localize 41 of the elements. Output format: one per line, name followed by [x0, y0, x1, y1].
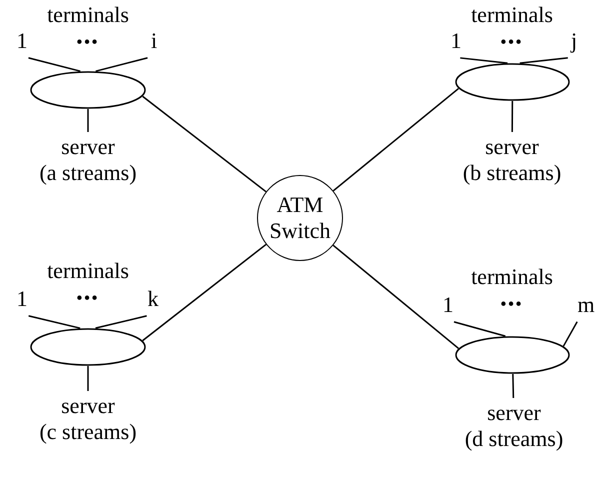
- connector-line: [512, 374, 514, 398]
- terminal-number: i: [146, 28, 162, 56]
- connector-line: [142, 96, 266, 192]
- connector-line: [95, 315, 147, 329]
- ellipsis-dots: •••: [76, 33, 100, 53]
- terminal-number: 1: [438, 292, 458, 320]
- group-heading: terminals: [470, 264, 554, 290]
- ellipse-node: [30, 71, 146, 109]
- group-heading: terminals: [470, 2, 554, 28]
- ellipsis-dots: •••: [500, 295, 524, 315]
- server-label: server (c streams): [14, 393, 162, 449]
- connector-line: [460, 57, 508, 64]
- terminal-number: j: [566, 28, 582, 56]
- group-heading: terminals: [46, 258, 130, 284]
- connector-line: [332, 244, 459, 350]
- connector-line: [511, 101, 514, 132]
- connector-line: [332, 88, 459, 192]
- connector-line: [28, 315, 80, 329]
- server-label: server (a streams): [18, 134, 158, 190]
- connector-line: [562, 321, 578, 347]
- ellipse-node: [30, 328, 146, 366]
- connector-line: [87, 366, 89, 391]
- connector-line: [96, 57, 148, 72]
- terminal-number: 1: [446, 28, 466, 56]
- switch-label: ATM Switch: [268, 192, 332, 244]
- ellipse-node: [455, 63, 570, 101]
- group-heading: terminals: [46, 2, 130, 28]
- connector-line: [520, 57, 568, 64]
- terminal-number: m: [574, 292, 598, 320]
- connector-line: [28, 57, 80, 72]
- ellipse-node: [455, 336, 570, 374]
- connector-line: [87, 109, 89, 132]
- terminal-number: 1: [12, 28, 32, 56]
- server-label: server (b streams): [442, 134, 582, 190]
- connector-line: [454, 321, 506, 337]
- terminal-number: 1: [12, 286, 32, 314]
- connector-line: [142, 244, 267, 342]
- terminal-number: k: [144, 286, 162, 314]
- ellipsis-dots: •••: [76, 289, 100, 309]
- ellipsis-dots: •••: [500, 33, 524, 53]
- server-label: server (d streams): [440, 400, 588, 456]
